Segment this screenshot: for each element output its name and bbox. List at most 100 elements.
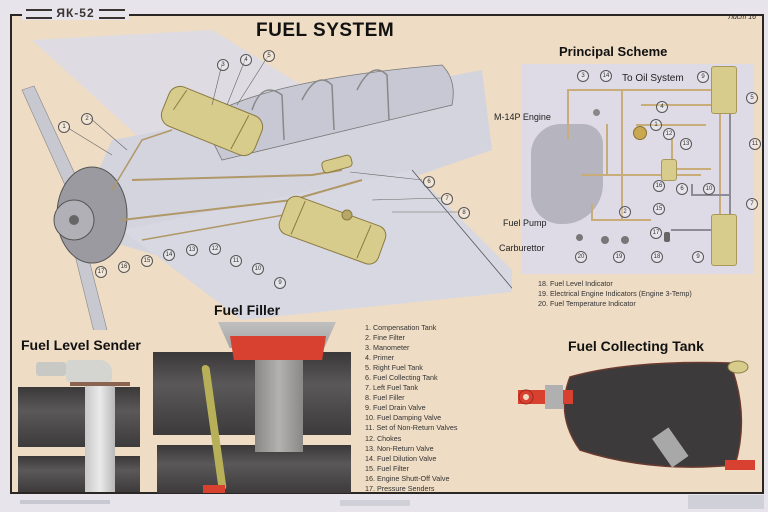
callout-1: 1 <box>58 121 70 133</box>
scheme-left-tank <box>711 214 737 266</box>
legend-item-11: 11. Set of Non-Return Valves <box>365 423 458 433</box>
collecting-tank-outlet <box>725 460 755 470</box>
callout-15: 15 <box>141 255 153 267</box>
legend-item-8: 8. Fuel Filler <box>365 393 405 403</box>
scheme-callout-11: 11 <box>749 138 761 150</box>
legend-item-13: 13. Non-Return Valve <box>365 443 434 453</box>
legend-item-4: 4. Primer <box>365 353 395 363</box>
fuel-temp-indicator <box>576 234 583 241</box>
callout-8: 8 <box>458 207 470 219</box>
engine-label: M-14P Engine <box>494 112 551 122</box>
callout-13: 13 <box>186 244 198 256</box>
scheme-callout-10: 10 <box>703 183 715 195</box>
scheme-callout-17: 17 <box>650 227 662 239</box>
wing-right-icon <box>98 8 125 19</box>
filler-tank-wall-upper <box>153 352 351 435</box>
footer-credits-center <box>340 500 410 506</box>
fuel-level-indicator <box>664 232 670 242</box>
collecting-tank-illustration <box>518 360 755 470</box>
callout-2: 2 <box>81 113 93 125</box>
legend-item-3: 3. Manometer <box>365 343 410 353</box>
legend-item-14: 14. Fuel Dilution Valve <box>365 453 437 463</box>
legend-item-1: 1. Compensation Tank <box>365 323 437 332</box>
footer-credits-right <box>688 495 764 509</box>
scheme-callout-4: 4 <box>656 101 668 113</box>
sheet-number: Лист 16 <box>728 14 756 21</box>
legend-item-15: 15. Fuel Filter <box>365 463 409 473</box>
left-fuel-tank <box>278 195 387 265</box>
sender-tube <box>85 385 115 492</box>
carburettor-label: Carburettor <box>499 243 545 253</box>
footer-credits-left <box>20 500 110 504</box>
scheme-callout-13: 13 <box>680 138 692 150</box>
callout-11: 11 <box>230 255 242 267</box>
legend-item-12: 12. Chokes <box>365 433 402 443</box>
fuel-level-sender-title: Fuel Level Sender <box>21 337 141 353</box>
scheme-callout-12: 12 <box>663 128 675 140</box>
filler-neck <box>255 360 303 452</box>
engine-indicator-1 <box>601 236 609 244</box>
scheme-callout-6: 6 <box>676 183 688 195</box>
collecting-tank-vent <box>727 360 749 374</box>
brand-logo: ЯК-52 <box>22 6 129 20</box>
legend-item-7: 7. Left Fuel Tank <box>365 383 419 393</box>
collecting-tank <box>321 154 353 174</box>
scheme-callout-5: 5 <box>746 92 758 104</box>
scheme-callout-2: 2 <box>619 206 631 218</box>
wing-left-icon <box>26 8 52 19</box>
legend-item-10: 10. Fuel Damping Valve <box>365 413 442 423</box>
right-fuel-tank <box>160 85 264 157</box>
callout-6: 6 <box>423 176 435 188</box>
filler-red-seal <box>230 336 326 360</box>
scheme-callout-19: 19 <box>613 251 625 263</box>
callout-7: 7 <box>441 193 453 205</box>
filler-drain-fitting <box>203 485 225 493</box>
scheme-right-tank <box>711 66 737 114</box>
legend-item-2: 2. Fine Filter <box>365 333 405 343</box>
collecting-tank-filter <box>652 427 689 468</box>
sender-tank-wall-upper <box>18 387 140 447</box>
legend-item-6: 6. Fuel Collecting Tank <box>365 373 438 383</box>
scheme-callout-18: 18 <box>651 251 663 263</box>
legend-extra: 18. Fuel Level Indicator 19. Electrical … <box>538 279 692 309</box>
scheme-callout-9b: 9 <box>692 251 704 263</box>
legend-item-20: 20. Fuel Temperature Indicator <box>538 299 636 308</box>
sender-flange <box>70 382 130 386</box>
fuel-filler-title: Fuel Filler <box>214 302 281 318</box>
legend-item-17: 17. Pressure Senders <box>365 483 435 493</box>
principal-scheme-diagram <box>521 64 754 274</box>
legend-item-9: 9. Fuel Drain Valve <box>365 403 426 413</box>
aircraft-illustration <box>21 30 512 330</box>
callout-4: 4 <box>240 54 252 66</box>
scheme-callout-3: 3 <box>577 70 589 82</box>
fuel-collecting-tank-title: Fuel Collecting Tank <box>568 338 704 354</box>
legend-item-16: 16. Engine Shutt-Off Valve <box>365 473 450 483</box>
brand-text: ЯК-52 <box>56 6 95 20</box>
page-title: FUEL SYSTEM <box>256 20 395 41</box>
scheme-compensation-tank <box>633 126 647 140</box>
callout-17: 17 <box>95 266 107 278</box>
sender-tank-wall-lower <box>18 456 140 492</box>
fuel-pump-label: Fuel Pump <box>503 218 547 228</box>
legend-item-18: 18. Fuel Level Indicator <box>538 279 613 288</box>
legend-item-19: 19. Electrical Engine Indicators (Engine… <box>538 289 692 298</box>
callout-14: 14 <box>163 249 175 261</box>
sender-connector <box>36 362 66 376</box>
engine-indicator-2 <box>621 236 629 244</box>
scheme-callout-14: 14 <box>600 70 612 82</box>
manometer <box>593 109 600 116</box>
callout-10: 10 <box>252 263 264 275</box>
scheme-callout-9a: 9 <box>697 71 709 83</box>
callout-12: 12 <box>209 243 221 255</box>
callout-16: 16 <box>118 261 130 273</box>
callout-5: 5 <box>263 50 275 62</box>
scheme-callout-1: 1 <box>650 119 662 131</box>
filler-tank-wall-lower <box>157 445 351 493</box>
sender-head <box>66 360 112 382</box>
callout-9: 9 <box>274 277 286 289</box>
scheme-callout-15: 15 <box>653 203 665 215</box>
scheme-collecting-tank <box>661 159 677 181</box>
legend: 1. Compensation Tank 2. Fine Filter 3. M… <box>365 323 457 494</box>
to-oil-system-label: To Oil System <box>622 73 684 84</box>
scheme-callout-20: 20 <box>575 251 587 263</box>
